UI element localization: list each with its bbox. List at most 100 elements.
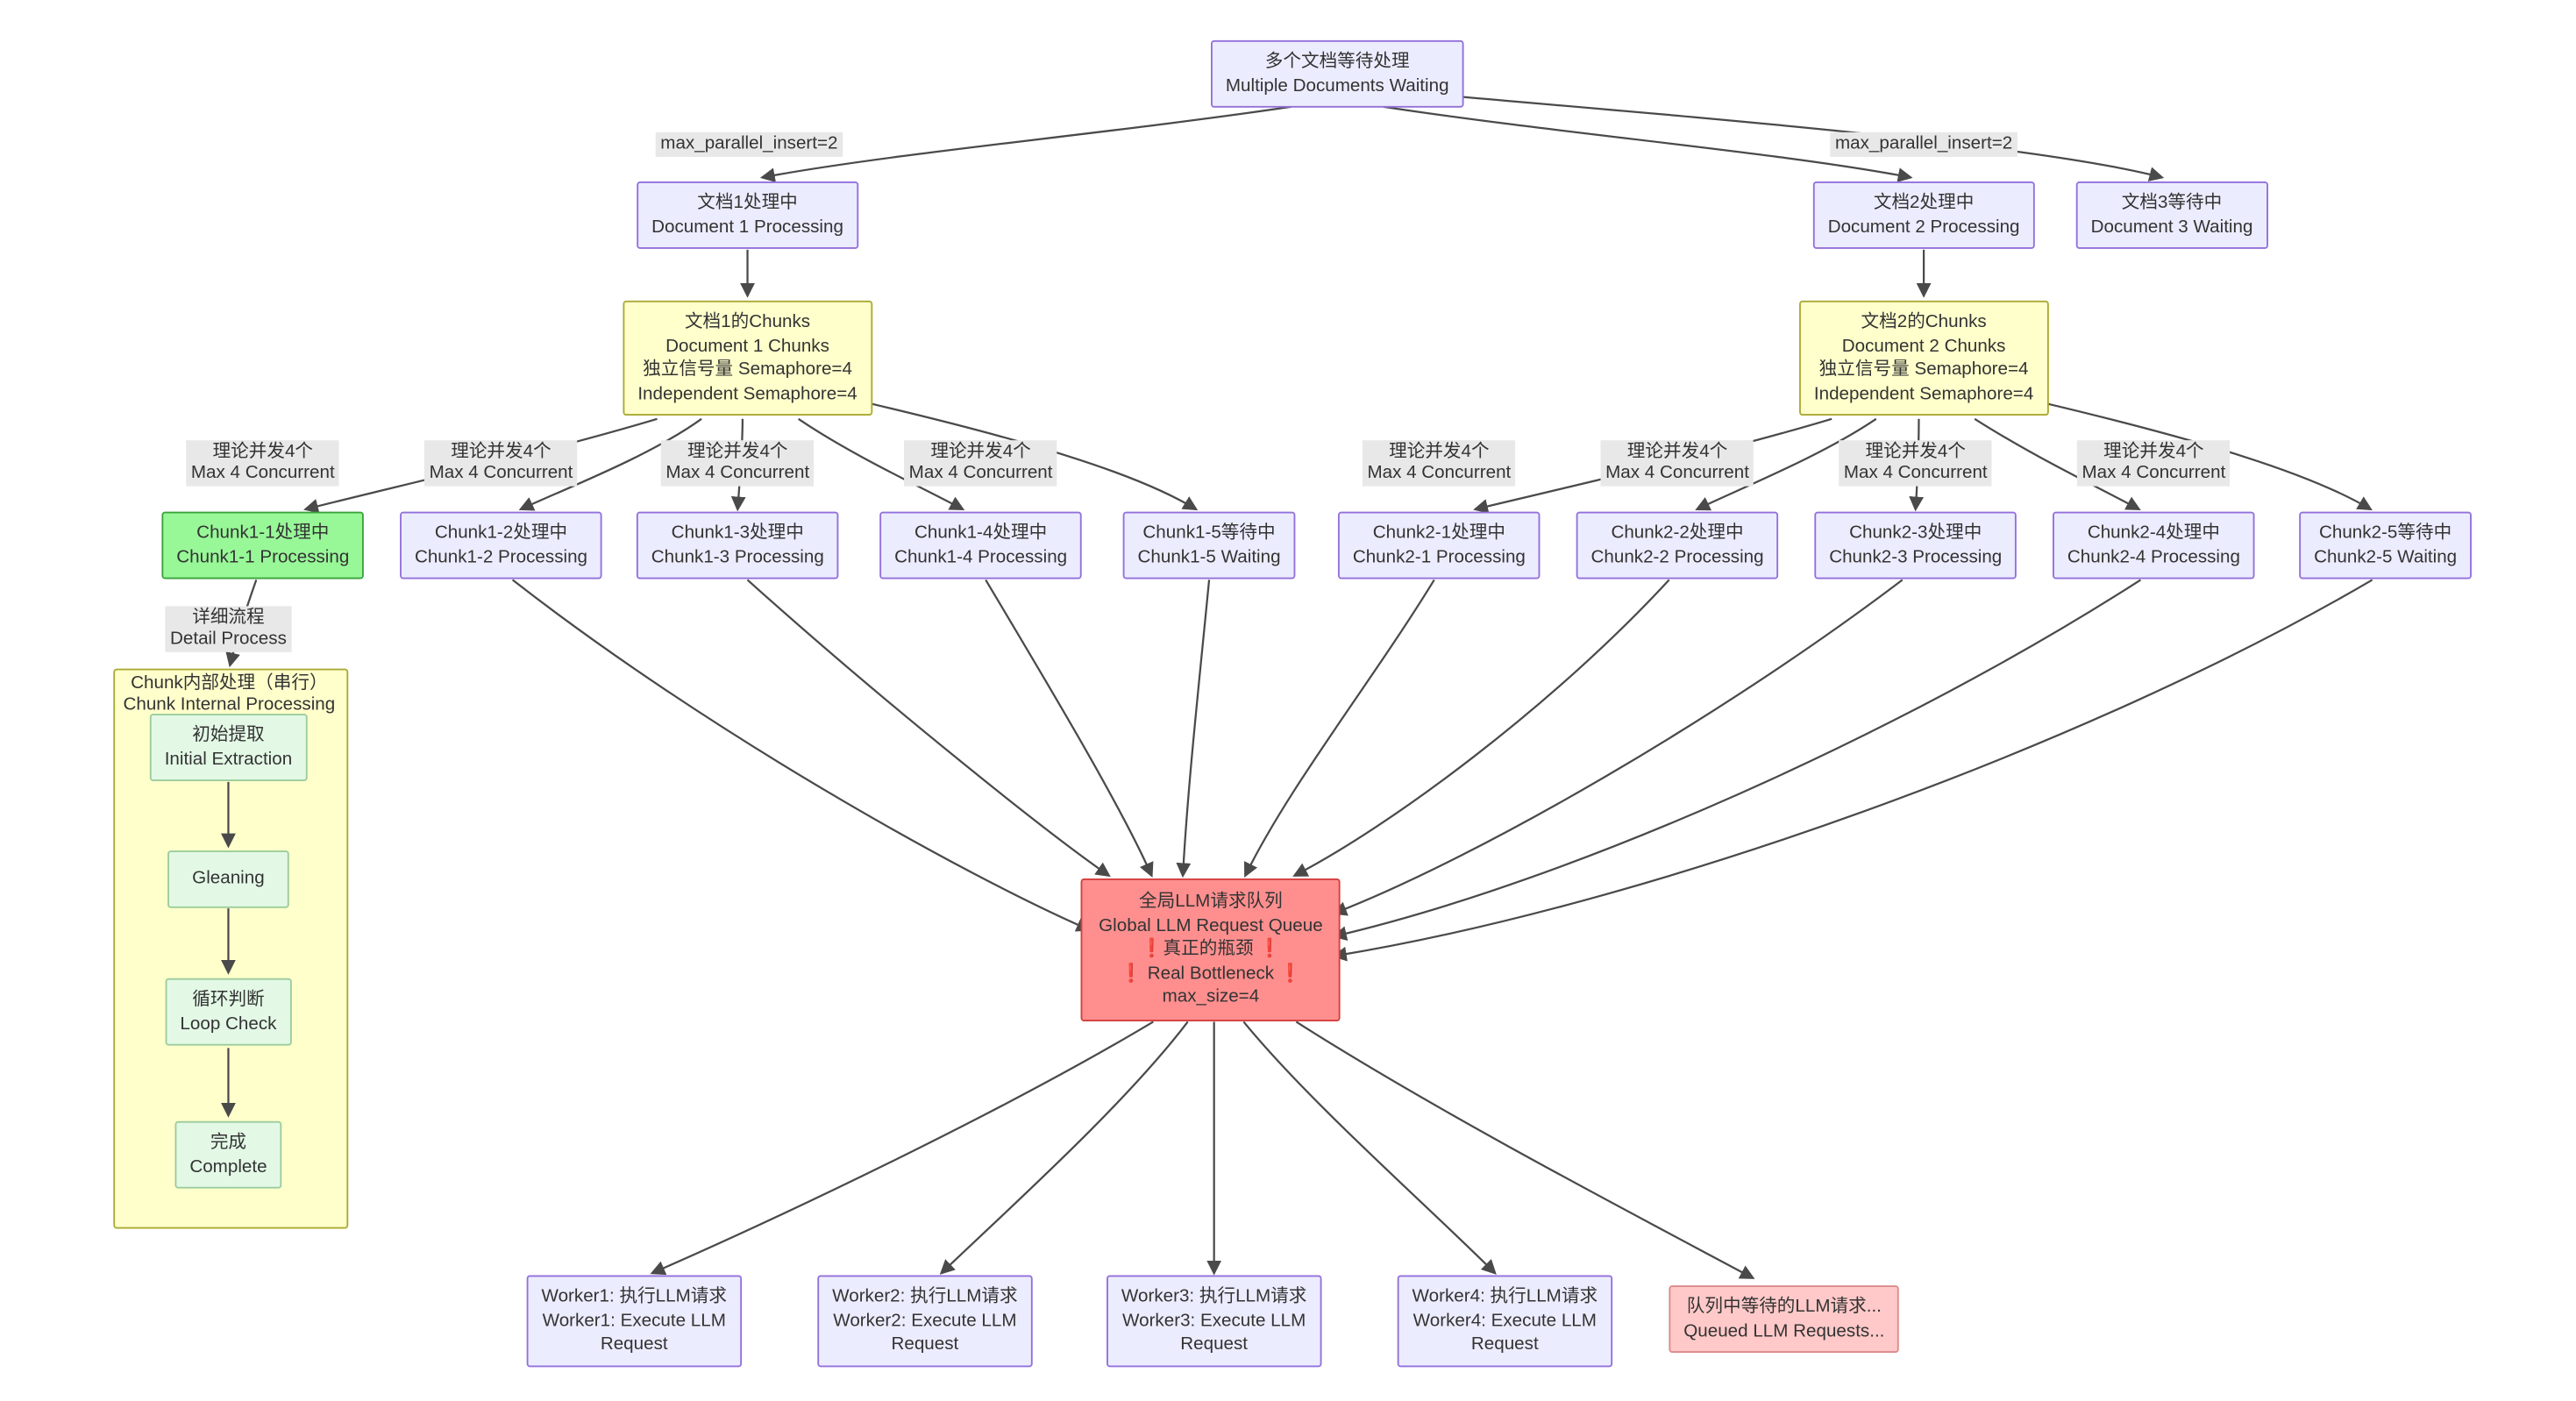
text-line: max_parallel_insert=2: [1834, 133, 2013, 154]
text-line: 队列中等待的LLM请求...: [1686, 1297, 1882, 1317]
text-line: Worker4: Execute LLM: [1413, 1310, 1597, 1331]
edge-chunk2-3-queue: [1332, 579, 1904, 916]
text-line: Detail Process: [170, 629, 287, 650]
text-line: Chunk1-3 Processing: [651, 546, 824, 567]
text-line: Chunk1-1 Processing: [176, 546, 350, 567]
edge-queue-worker4: [1242, 1021, 1497, 1275]
edge-chunk2-5-queue: [1331, 579, 2373, 962]
text-line: Max 4 Concurrent: [1605, 463, 1749, 483]
subgraph-chunk-internal-title: Chunk内部处理（串行）Chunk Internal Processing: [113, 673, 345, 716]
text-line: Document 3 Waiting: [2090, 217, 2253, 237]
text-line: Independent Semaphore=4: [637, 383, 857, 403]
text-line: max_size=4: [1162, 986, 1260, 1007]
text-line: 独立信号量 Semaphore=4: [643, 359, 852, 380]
edge-chunk2-2-queue: [1292, 579, 1670, 877]
text-line: 初始提取: [192, 725, 265, 745]
text-line: Complete: [189, 1156, 267, 1177]
text-line: Chunk1-4 Processing: [894, 546, 1068, 567]
text-line: 理论并发4个: [1626, 442, 1728, 462]
node-initial-extraction: 初始提取 Initial Extraction: [149, 714, 308, 781]
text-line: Chunk Internal Processing: [123, 694, 336, 715]
text-line: Request: [600, 1333, 668, 1355]
text-line: Chunk1-2处理中: [434, 523, 568, 544]
text-line: 理论并发4个: [1389, 442, 1490, 462]
text-line: Multiple Documents Waiting: [1225, 75, 1449, 96]
text-line: ❗ Real Bottleneck ❗: [1120, 963, 1302, 983]
text-line: Global LLM Request Queue: [1099, 915, 1323, 935]
edge-queue-worker2: [939, 1021, 1189, 1275]
edge-label-max-parallel-2: max_parallel_insert=2: [1830, 132, 2017, 157]
text-line: Initial Extraction: [164, 749, 293, 769]
text-line: Max 4 Concurrent: [2081, 463, 2226, 483]
node-document-1-processing: 文档1处理中 Document 1 Processing: [637, 181, 858, 249]
text-line: Request: [891, 1333, 959, 1355]
text-line: Chunk2-2处理中: [1611, 523, 1744, 544]
text-line: Loop Check: [180, 1013, 277, 1034]
text-line: 文档3等待中: [2121, 193, 2223, 213]
text-line: 全局LLM请求队列: [1139, 891, 1283, 912]
text-line: Chunk2-5 Waiting: [2314, 546, 2458, 567]
text-line: Chunk2-4处理中: [2087, 523, 2221, 544]
text-line: max_parallel_insert=2: [660, 133, 838, 154]
text-line: Chunk2-3处理中: [1849, 523, 1982, 544]
text-line: 循环判断: [192, 989, 265, 1010]
text-line: Chunk2-2 Processing: [1590, 546, 1764, 567]
text-line: ❗真正的瓶颈 ❗: [1140, 939, 1281, 959]
edge-queue-worker1: [650, 1021, 1154, 1276]
text-line: Worker3: 执行LLM请求: [1121, 1286, 1307, 1307]
text-line: Chunk2-1 Processing: [1352, 546, 1526, 567]
text-line: Max 4 Concurrent: [190, 463, 335, 483]
text-line: 独立信号量 Semaphore=4: [1818, 359, 2029, 380]
edge-chunk1-4-queue: [985, 579, 1154, 878]
edge-chunk1-2-queue: [511, 579, 1092, 932]
text-line: Chunk1-3处理中: [671, 523, 804, 544]
text-line: 理论并发4个: [212, 442, 314, 462]
text-line: Chunk1-2 Processing: [414, 546, 588, 567]
edge-queue-queued: [1295, 1021, 1755, 1279]
text-line: Chunk1-1处理中: [196, 523, 330, 544]
text-line: Chunk2-4 Processing: [2067, 546, 2240, 567]
text-line: Document 1 Processing: [651, 217, 843, 237]
node-document-2-processing: 文档2处理中 Document 2 Processing: [1812, 181, 2035, 249]
text-line: 理论并发4个: [2103, 442, 2204, 462]
text-line: Chunk1-5等待中: [1142, 523, 1276, 544]
edge-chunk2-1-queue: [1244, 579, 1435, 878]
text-line: 文档1的Chunks: [684, 312, 811, 332]
text-line: 理论并发4个: [687, 442, 788, 462]
text-line: 理论并发4个: [451, 442, 551, 462]
text-line: Queued LLM Requests...: [1683, 1320, 1885, 1341]
text-line: Chunk2-3 Processing: [1829, 546, 2003, 567]
edge-label-max-parallel-1: max_parallel_insert=2: [655, 132, 843, 157]
node-global-llm-request-queue: 全局LLM请求队列 Global LLM Request Queue ❗真正的瓶颈 …: [1080, 878, 1341, 1021]
text-line: Worker1: Execute LLM: [542, 1310, 726, 1331]
text-line: Chunk2-1处理中: [1372, 523, 1505, 544]
text-line: Gleaning: [192, 868, 265, 889]
text-line: Max 4 Concurrent: [1367, 463, 1512, 483]
text-line: 文档2处理中: [1873, 193, 1975, 213]
text-line: Max 4 Concurrent: [1843, 463, 1988, 483]
text-line: 文档1处理中: [697, 193, 798, 213]
edge-chunk2-4-queue: [1331, 579, 2142, 941]
text-line: Request: [1180, 1333, 1249, 1355]
text-line: Document 2 Processing: [1827, 217, 2020, 237]
text-line: Worker2: 执行LLM请求: [832, 1286, 1018, 1307]
